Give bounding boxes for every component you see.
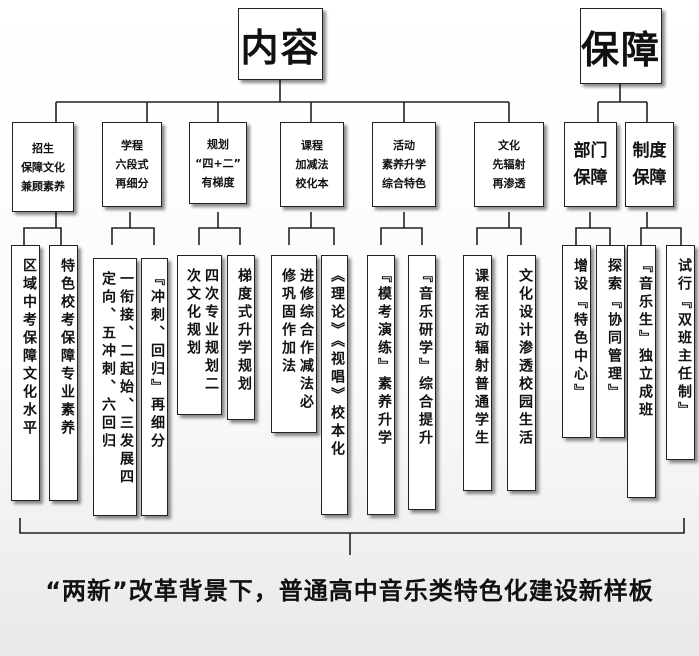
- diagram-title: “两新”改革背景下，普通高中音乐类特色化建设新样板: [45, 577, 654, 605]
- leaf-item: 《理论》《视唱》校本化: [321, 255, 348, 515]
- category-culture: 文化 先辐射 再渗透: [474, 122, 544, 207]
- content-box: 内容: [238, 8, 323, 80]
- category-line: 素养升学: [382, 158, 426, 171]
- category-line: 保障文化: [21, 160, 65, 174]
- leaf-item: 四次专业规划二次文化规划: [177, 255, 222, 415]
- category-line: 加减法: [295, 158, 329, 171]
- category-line: 学程: [121, 139, 143, 152]
- leaf-item: 增设『特色中心』: [562, 245, 591, 438]
- category-line: 校化本: [295, 177, 329, 190]
- category-line: 六段式: [115, 158, 149, 171]
- leaf-item: 文化设计渗透校园生活: [507, 255, 536, 491]
- category-courses: 课程 加减法 校化本: [280, 122, 344, 207]
- category-line: 规划: [207, 137, 229, 151]
- category-line: 再细分: [115, 177, 149, 190]
- category-system: 制度 保障: [625, 122, 674, 207]
- category-activities: 活动 素养升学 综合特色: [372, 122, 436, 207]
- leaf-item: 一衔接、二起始、三发展四定向、五冲刺、六回归: [93, 258, 137, 516]
- category-line: 先辐射: [492, 158, 526, 171]
- leaf-item: 试行『双班主任制』: [666, 245, 695, 460]
- category-line: 再渗透: [492, 177, 526, 190]
- category-line: 文化: [498, 139, 520, 152]
- category-line: 综合特色: [382, 177, 426, 190]
- leaf-item: 『冲刺、回归』再细分: [141, 258, 168, 516]
- category-line: 课程: [301, 139, 323, 152]
- category-curriculum-process: 学程 六段式 再细分: [102, 122, 162, 207]
- category-line: 制度: [632, 140, 667, 161]
- category-line: 保障: [573, 167, 608, 188]
- category-line: 兼顾素养: [21, 179, 65, 193]
- guarantee-box: 保障: [580, 8, 662, 84]
- category-line: 招生: [32, 141, 54, 155]
- leaf-item: 区域中考保障文化水平: [11, 245, 40, 501]
- leaf-item: 探索『协同管理』: [596, 245, 625, 438]
- leaf-item: 『模考演练』素养升学: [367, 255, 395, 515]
- leaf-item: 梯度式升学规划: [227, 255, 255, 420]
- leaf-item: 『音乐生』独立成班: [627, 245, 656, 498]
- category-department: 部门 保障: [564, 122, 617, 207]
- category-enrollment: 招生 保障文化 兼顾素养: [12, 122, 74, 212]
- category-line: 保障: [632, 167, 667, 188]
- leaf-item: 进修综合作减法必修巩固作加法: [271, 255, 317, 433]
- category-planning: 规划 “四+二” 有梯度: [189, 122, 247, 204]
- category-line: 部门: [573, 140, 608, 161]
- category-line: “四+二”: [195, 156, 241, 170]
- leaf-item: 课程活动辐射普通学生: [463, 255, 492, 491]
- leaf-item: 『音乐研学』综合提升: [408, 255, 436, 510]
- leaf-item: 特色校考保障专业素养: [49, 245, 78, 501]
- category-line: 有梯度: [201, 175, 235, 189]
- category-line: 活动: [393, 139, 415, 152]
